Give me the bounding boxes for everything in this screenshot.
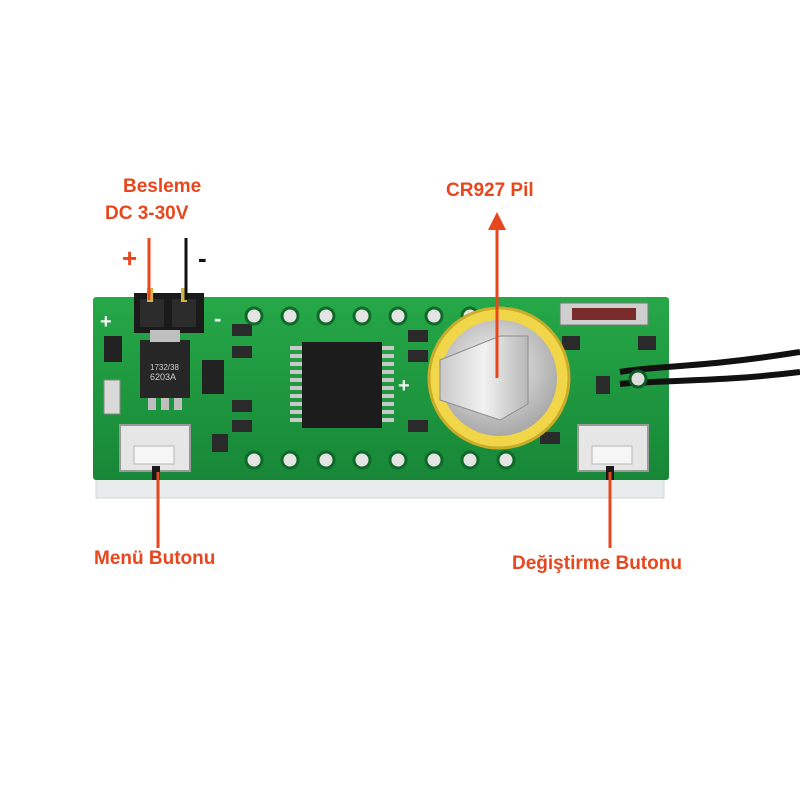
board-minus-sign: - <box>214 306 221 331</box>
change-button-label: Değiştirme Butonu <box>512 553 682 574</box>
pads-bottom-row <box>244 450 516 470</box>
regulator-marking-1: 6203A <box>150 372 176 382</box>
power-title-label: Besleme <box>123 176 202 197</box>
capacitor-smd <box>103 379 121 415</box>
plus-pin-label: + <box>122 243 138 273</box>
minus-pin-label: - <box>198 243 207 273</box>
coin-cell-holder <box>427 306 571 450</box>
wire-black-1 <box>619 349 800 375</box>
battery-label: CR927 Pil <box>446 180 534 201</box>
regulator-marking-2: 1732/38 <box>150 363 179 372</box>
change-tactile-button[interactable] <box>577 424 649 480</box>
battery-pointer-arrowhead <box>488 212 506 230</box>
smd-components <box>212 324 656 452</box>
regulator-chip: 6203A 1732/38 <box>140 330 190 410</box>
power-voltage-label: DC 3-30V <box>105 203 189 224</box>
power-header <box>134 288 204 333</box>
coin-plus-sign: + <box>398 375 410 397</box>
crystal-marking <box>572 308 636 320</box>
menu-button-label: Menü Butonu <box>94 548 216 569</box>
diode-smd <box>104 336 122 362</box>
main-ic <box>290 342 394 428</box>
resistor-smd-1 <box>202 360 224 394</box>
menu-tactile-button[interactable] <box>119 424 191 480</box>
board-plus-sign: + <box>100 311 112 333</box>
wire-pad-1 <box>628 369 648 389</box>
